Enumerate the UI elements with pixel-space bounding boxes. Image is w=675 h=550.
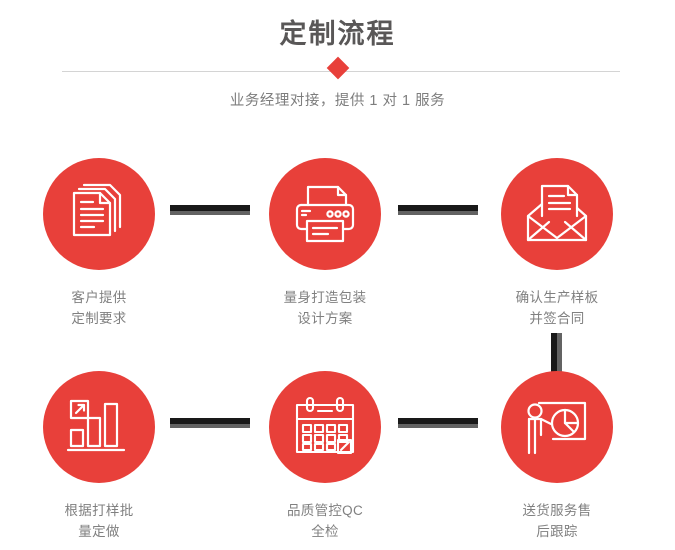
step-5-icon-circle[interactable] (269, 371, 381, 483)
connector-dark-band (170, 418, 250, 424)
connector-step2-step3 (398, 205, 478, 215)
diamond-marker-icon (326, 56, 350, 80)
page-subtitle: 业务经理对接，提供 1 对 1 服务 (229, 93, 446, 109)
connector-light-band (398, 211, 478, 215)
step-3-icon-circle[interactable] (501, 158, 613, 270)
connector-light-band (170, 211, 250, 215)
flow-step-1[interactable]: 客户提供 定制要求 (19, 158, 179, 329)
step-1-icon-circle[interactable] (43, 158, 155, 270)
connector-light-band (170, 424, 250, 428)
step-6-label: 送货服务售 后跟踪 (522, 503, 592, 539)
connector-step5-step6 (398, 418, 478, 428)
step-3-label: 确认生产样板 并签合同 (515, 290, 599, 326)
step-2-icon-circle[interactable] (269, 158, 381, 270)
step-6-icon-circle[interactable] (501, 371, 613, 483)
flow-step-2[interactable]: 量身打造包装 设计方案 (245, 158, 405, 329)
step-2-label: 量身打造包装 设计方案 (283, 290, 367, 326)
connector-light-band (398, 424, 478, 428)
connector-step4-step5 (170, 418, 250, 428)
step-1-label: 客户提供 定制要求 (71, 290, 127, 326)
connector-dark-band (398, 205, 478, 211)
connector-dark-band (170, 205, 250, 211)
connector-step3-step6 (551, 333, 562, 372)
flow-step-6[interactable]: 送货服务售 后跟踪 (477, 371, 637, 542)
connector-dark-band (398, 418, 478, 424)
connector-dark-band (551, 333, 557, 372)
connector-step1-step2 (170, 205, 250, 215)
step-4-icon-circle[interactable] (43, 371, 155, 483)
flow-step-4[interactable]: 根据打样批 量定做 (19, 371, 179, 542)
page-title: 定制流程 (279, 19, 396, 49)
flow-step-3[interactable]: 确认生产样板 并签合同 (477, 158, 637, 329)
flow-step-5[interactable]: 品质管控QC 全检 (245, 371, 405, 542)
connector-light-band (557, 333, 562, 372)
step-4-label: 根据打样批 量定做 (64, 503, 134, 539)
step-5-label: 品质管控QC 全检 (286, 503, 364, 539)
